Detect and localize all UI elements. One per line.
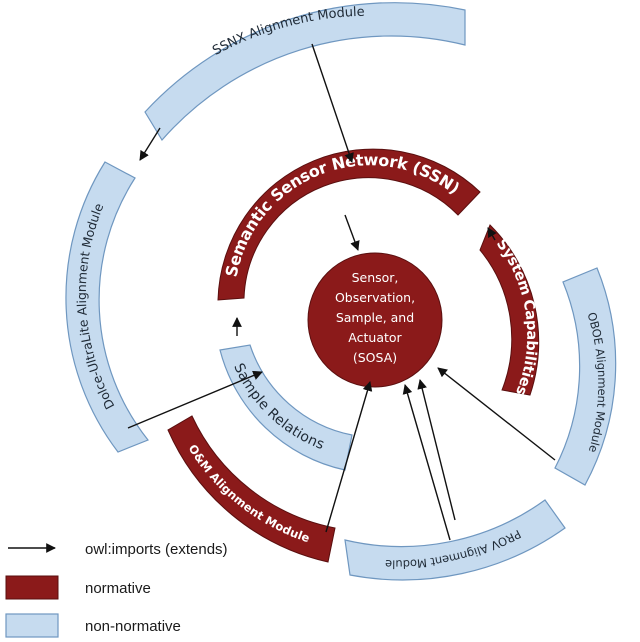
sosa-label-line-2: Observation, (335, 290, 415, 305)
sosa-label-line-1: Sensor, (352, 270, 399, 285)
legend-non-normative-swatch (5, 613, 59, 638)
arrow-ssn-to-sosa (344, 214, 360, 251)
legend-normative-label: normative (85, 580, 151, 597)
ssn-module-label: Semantic Sensor Network (SSN) (222, 150, 464, 278)
oboe-ring-segment (554, 267, 617, 486)
legend-non-normative-label: non-normative (85, 618, 181, 635)
arrow-prov-to-sosa-2 (417, 379, 456, 521)
legend-imports-label: owl:imports (extends) (85, 541, 228, 558)
legend-normative-swatch (5, 575, 59, 600)
om-alignment-ring-segment (167, 415, 336, 563)
arrow-syscap-to-ssn (487, 227, 497, 241)
arrow-ssnx-to-dul (139, 127, 161, 161)
dul-ring-segment (65, 161, 149, 453)
prov-ring-segment (344, 499, 566, 581)
arrow-ssnx-to-ssn (311, 43, 354, 163)
sosa-core-circle (307, 252, 443, 388)
system-capabilities-ring-segment (479, 224, 540, 396)
arrow-prov-to-sosa (402, 384, 451, 541)
sosa-label-line-4: Actuator (348, 330, 402, 345)
ssn-ring-segment (217, 148, 481, 301)
arrow-om-to-sosa (325, 381, 373, 533)
arrow-dul-to-sample (127, 370, 263, 429)
ssnx-ring-segment (144, 2, 466, 142)
sosa-label-line-3: Sample, and (336, 310, 414, 325)
sosa-label-line-5: (SOSA) (353, 350, 397, 365)
arrow-oboe-to-sosa (437, 367, 556, 461)
